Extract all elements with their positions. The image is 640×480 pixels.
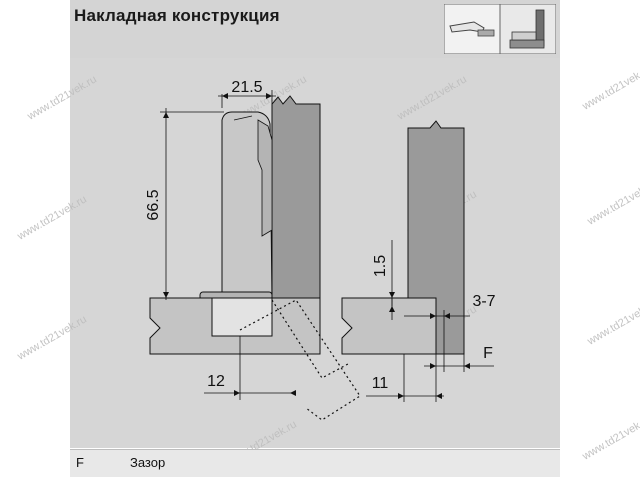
- legend-key: F: [76, 455, 84, 470]
- watermark-text: www.td21vek.ru: [580, 63, 640, 113]
- dimension-overlay-range: 3-7: [472, 293, 495, 310]
- door-swing-outline: [239, 299, 361, 421]
- hinge-mounting-plate: [257, 119, 273, 237]
- dimension-gap-f: F: [483, 345, 493, 362]
- dimension-gap-small: 1.5: [372, 255, 389, 277]
- watermark-text: www.td21vek.ru: [15, 313, 89, 363]
- dimension-offset-left: 12: [207, 373, 225, 390]
- watermark-text: www.td21vek.ru: [585, 178, 640, 228]
- watermark-text: www.td21vek.ru: [585, 298, 640, 348]
- dimension-height-left: 66.5: [145, 189, 162, 220]
- cabinet-side-panel: [271, 95, 321, 299]
- dimension-offset-right: 11: [372, 375, 389, 392]
- watermark-text: www.td21vek.ru: [25, 73, 99, 123]
- legend-value: Зазор: [130, 455, 166, 470]
- door-panel-right: [341, 297, 437, 355]
- watermark-text: www.td21vek.ru: [580, 413, 640, 463]
- page-title: Накладная конструкция: [74, 6, 280, 25]
- legend-bar: F Зазор: [70, 449, 560, 477]
- watermark-layer: www.td21vek.ru www.td21vek.ru www.td21ve…: [15, 63, 640, 468]
- watermark-text: www.td21vek.ru: [15, 193, 89, 243]
- watermark-text: www.td21vek.ru: [395, 73, 469, 123]
- hinge-type-thumbnails: [444, 4, 556, 54]
- dimension-width-top: 21.5: [231, 79, 262, 96]
- cup-recess: [211, 297, 273, 337]
